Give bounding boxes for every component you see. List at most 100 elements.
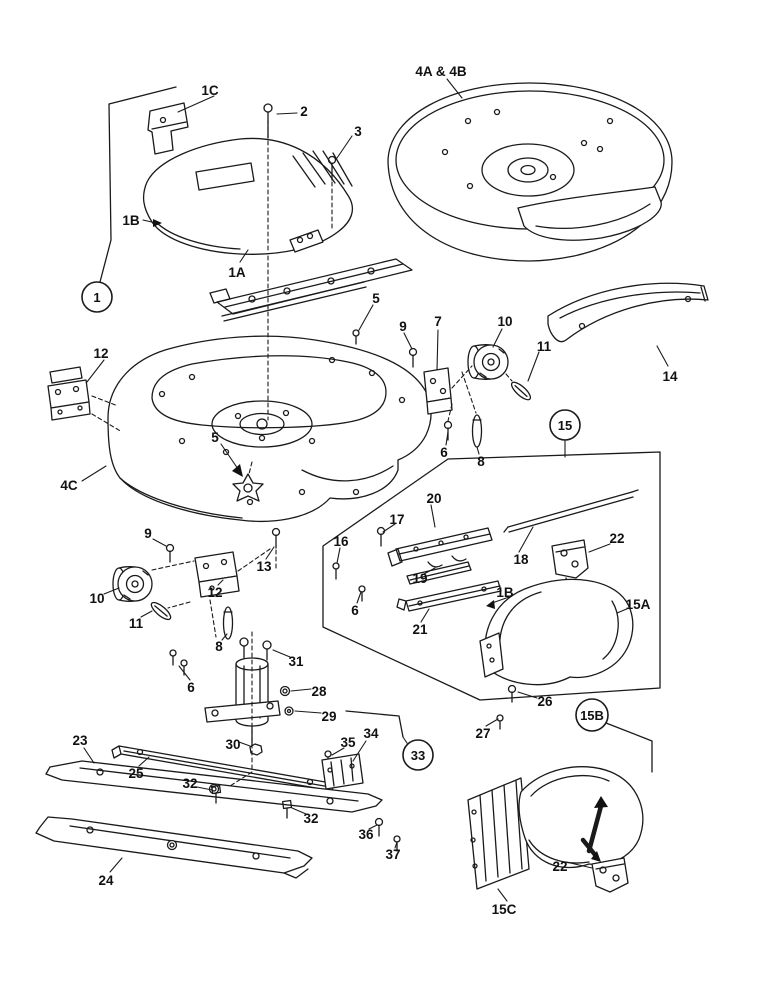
callout-16: 16 <box>333 534 349 549</box>
part-27-bolt <box>496 714 504 730</box>
callout-15a: 15A <box>626 597 651 612</box>
callout-11-right: 11 <box>537 339 552 354</box>
part-12-bracket-upper <box>47 366 91 421</box>
callout-6-box: 6 <box>351 603 359 618</box>
part-28-washer <box>279 685 291 697</box>
part-12-bracket-mid <box>194 551 240 598</box>
callout-12-upper: 12 <box>93 346 108 361</box>
part-7-bracket <box>423 367 453 415</box>
callout-15b: 15B <box>580 708 604 723</box>
part-13-bolt <box>271 527 281 549</box>
callout-10-left: 10 <box>89 591 104 606</box>
callout-1b-box: 1B <box>496 585 514 600</box>
callout-15-circled: 15 <box>549 409 581 441</box>
assembly-dashed-lines <box>91 119 513 787</box>
part-spindle-housing <box>204 657 281 749</box>
callout-27: 27 <box>475 726 490 741</box>
part-6-bolt-right <box>443 420 453 441</box>
callout-8-right: 8 <box>477 454 485 469</box>
part-18-rod <box>503 489 639 533</box>
callout-36: 36 <box>358 827 374 842</box>
callout-9-right: 9 <box>399 319 407 334</box>
callout-7: 7 <box>434 314 442 329</box>
callout-5-deck: 5 <box>211 430 219 445</box>
callout-4a-4b: 4A & 4B <box>415 64 467 79</box>
part-8-pin-right <box>471 414 483 448</box>
part-19-bar <box>406 561 472 585</box>
callout-14: 14 <box>662 369 678 384</box>
callout-21: 21 <box>412 622 428 637</box>
callout-3: 3 <box>354 124 362 139</box>
callout-10-right: 10 <box>497 314 512 329</box>
callout-35: 35 <box>340 735 356 750</box>
callout-26: 26 <box>537 694 553 709</box>
callout-37: 37 <box>385 847 400 862</box>
callout-18: 18 <box>513 552 529 567</box>
part-25-idler-bar <box>111 745 334 792</box>
callout-1: 1 <box>93 290 100 305</box>
part-17-bolt <box>376 526 386 547</box>
part-20-lift-bar <box>387 527 493 568</box>
group-15b-boundary <box>605 722 653 773</box>
callout-1-circled: 1 <box>81 281 113 313</box>
part-1c-bracket <box>147 102 189 155</box>
callout-12-mid: 12 <box>207 585 222 600</box>
diagram-line-art <box>35 78 709 902</box>
callout-32-lower: 32 <box>303 811 318 826</box>
callout-8-left: 8 <box>215 639 223 654</box>
group-33-boundary <box>345 710 404 738</box>
part-11-pin-left <box>150 601 172 621</box>
part-26-bolt <box>507 684 517 703</box>
part-22-bracket-lower <box>591 857 629 893</box>
callout-32-upper: 32 <box>182 776 197 791</box>
part-21-bar <box>396 580 502 612</box>
callout-30: 30 <box>225 737 240 752</box>
part-5-clip-upper <box>352 329 360 345</box>
callout-11-left: 11 <box>129 616 144 631</box>
part-10-roller-left <box>112 566 153 602</box>
part-31-bolts <box>239 637 272 661</box>
callout-28: 28 <box>311 684 327 699</box>
callout-2: 2 <box>300 104 308 119</box>
part-24-blade <box>35 816 313 879</box>
group-1-boundary <box>99 86 177 283</box>
part-34-bracket <box>321 753 364 790</box>
callout-29: 29 <box>321 709 336 724</box>
part-15c-chute-assembly <box>467 766 644 890</box>
callout-1c: 1C <box>201 83 219 98</box>
part-support-channel <box>209 229 413 322</box>
part-29-washer <box>284 706 294 716</box>
callout-34: 34 <box>363 726 379 741</box>
group-15-boundary <box>322 451 661 701</box>
callout-25: 25 <box>128 766 144 781</box>
part-3-bolt <box>327 155 337 181</box>
callout-13: 13 <box>256 559 272 574</box>
part-6-bolts-left <box>169 649 188 676</box>
callout-9-left: 9 <box>144 526 152 541</box>
part-16-bolt <box>332 562 340 580</box>
callout-23: 23 <box>72 733 88 748</box>
callout-15b-circled: 15B <box>575 698 609 732</box>
callout-1a: 1A <box>228 265 246 280</box>
callout-33-circled: 33 <box>402 739 434 771</box>
callout-17: 17 <box>389 512 404 527</box>
callout-15c: 15C <box>492 902 517 917</box>
part-30-nut <box>249 743 263 756</box>
callout-24: 24 <box>98 873 114 888</box>
part-36-bolt <box>374 817 384 837</box>
part-8-pin-left <box>222 606 234 640</box>
part-4c-mower-deck <box>107 335 432 522</box>
callout-31: 31 <box>288 654 304 669</box>
part-14-deflector <box>547 282 709 343</box>
callout-6-right: 6 <box>440 445 448 460</box>
callout-4c: 4C <box>60 478 78 493</box>
part-11-pin-right <box>510 381 532 401</box>
callout-15: 15 <box>558 418 572 433</box>
callout-6-left: 6 <box>187 680 195 695</box>
part-32-bolt-lower <box>281 799 293 819</box>
part-9-bolt-right <box>408 347 418 368</box>
callout-33: 33 <box>411 748 425 763</box>
callout-5-upper: 5 <box>372 291 380 306</box>
